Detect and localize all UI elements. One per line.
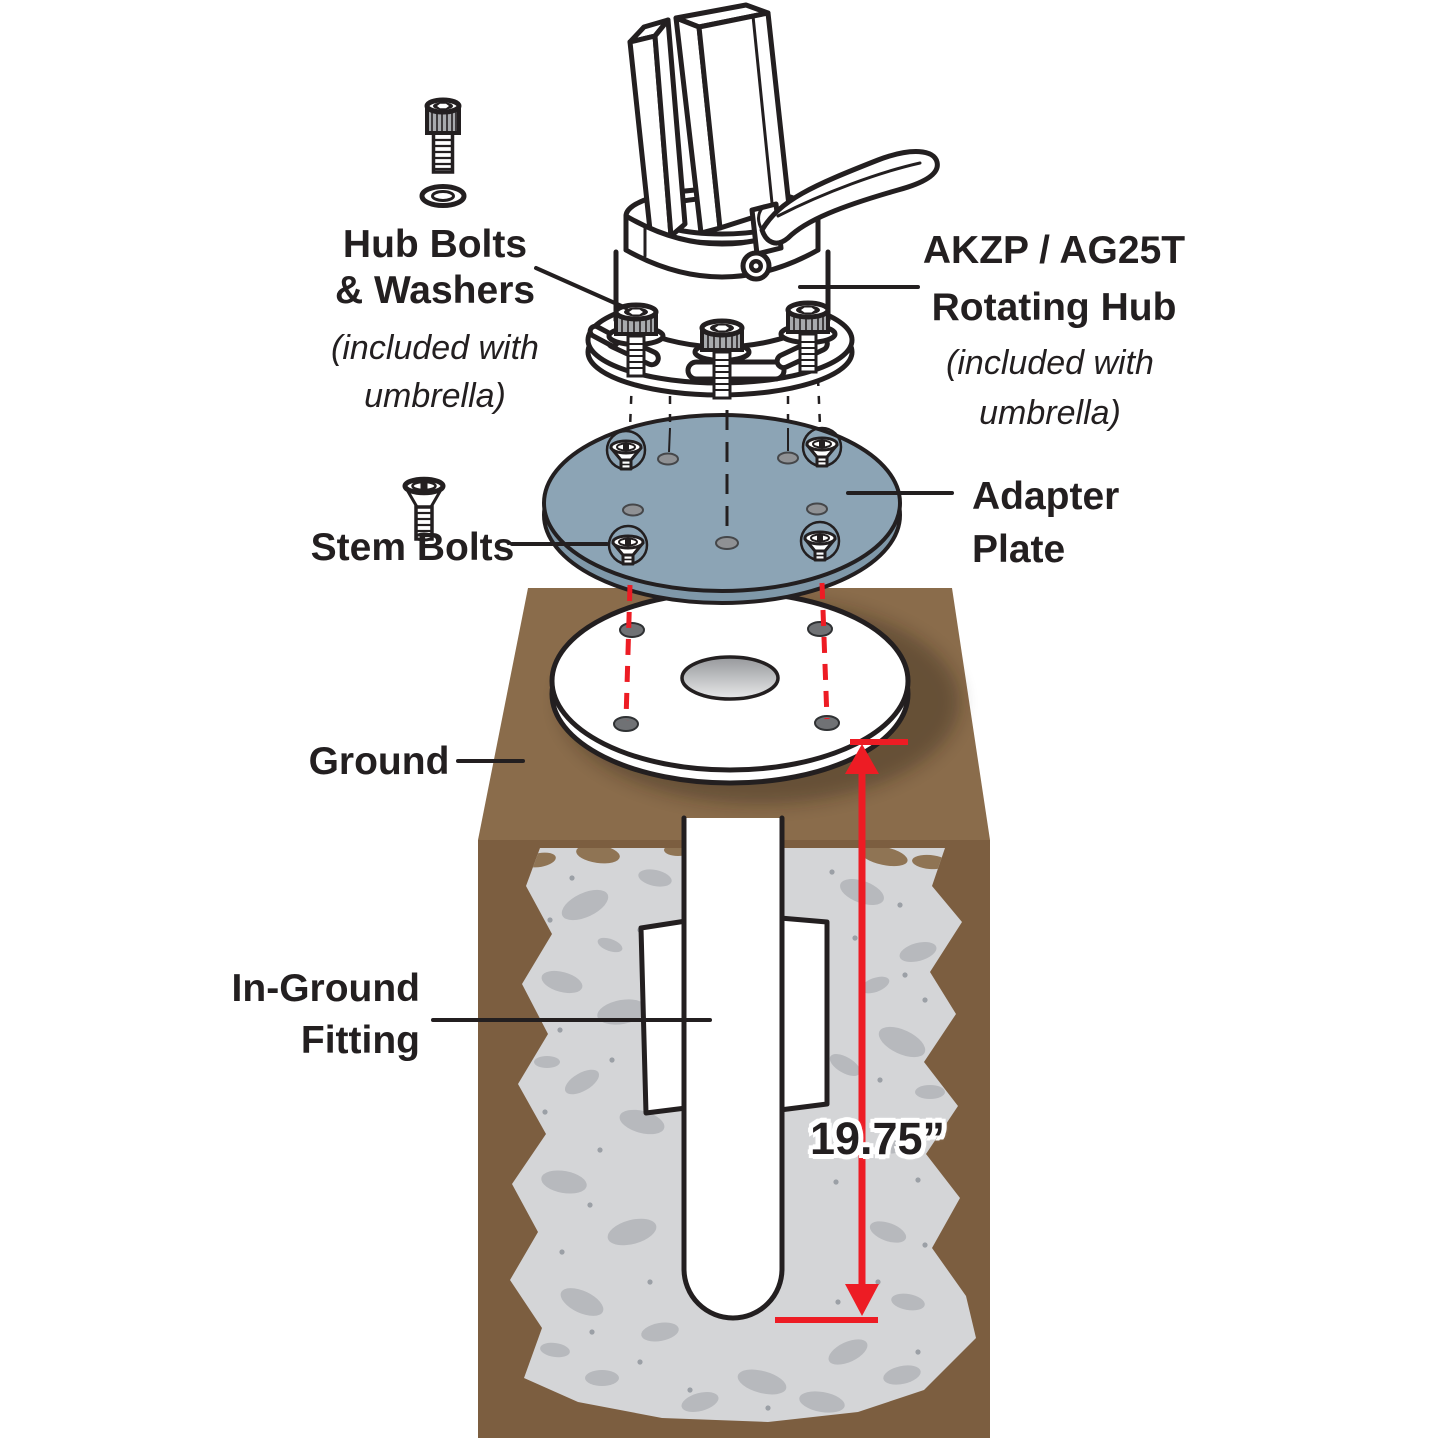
adapter-plate-label: Adapter Plate bbox=[972, 475, 1120, 571]
rotating-hub-label-line2: Rotating Hub bbox=[931, 286, 1177, 329]
washer-icon bbox=[419, 184, 467, 208]
fitting-fin-left bbox=[638, 918, 689, 1116]
hub-bolts-leader bbox=[534, 266, 628, 310]
clamp-screw bbox=[740, 250, 772, 282]
rotating-hub-label: AKZP / AG25T Rotating Hub bbox=[904, 222, 1204, 336]
in-ground-fitting-label: In-Ground Fitting bbox=[231, 967, 420, 1062]
adapter-plate bbox=[542, 413, 902, 605]
umbrella-pole bbox=[627, 2, 792, 239]
rotating-hub-assembly bbox=[585, 2, 940, 400]
hub-bolt-icon bbox=[424, 97, 462, 174]
leader-lines bbox=[431, 266, 954, 1022]
plate-holes bbox=[622, 451, 828, 550]
plate-stem-bolts bbox=[605, 426, 843, 566]
hub-bolts-label-line2: & Washers bbox=[334, 269, 536, 312]
disk-center-hole bbox=[680, 655, 780, 701]
fitting-fin-right bbox=[777, 915, 830, 1113]
in-ground-fitting bbox=[638, 815, 830, 1321]
hub-bolts-label-line1: Hub Bolts bbox=[342, 223, 528, 266]
alignment-guides-black bbox=[628, 377, 822, 536]
hub-bolts-label: Hub Bolts & Washers bbox=[305, 222, 565, 314]
rotating-hub-label-line1: AKZP / AG25T bbox=[922, 229, 1186, 272]
ground-label: Ground bbox=[308, 740, 450, 783]
fitting-tube bbox=[684, 818, 782, 1318]
alignment-guides-red bbox=[623, 582, 830, 721]
lever-handle bbox=[757, 149, 940, 246]
rotating-hub-included-note: (included with umbrella) bbox=[946, 344, 1154, 432]
fitting-surface-disk bbox=[549, 589, 911, 786]
hub-bolts-included-note: (included with umbrella) bbox=[331, 329, 539, 415]
depth-measurement-arrow bbox=[775, 739, 908, 1323]
stem-bolts-label: Stem Bolts bbox=[310, 526, 515, 569]
hub-flange-bolts bbox=[606, 300, 838, 400]
depth-measurement-label: 19.75” bbox=[809, 1113, 946, 1164]
stem-bolt-icon bbox=[402, 476, 446, 542]
